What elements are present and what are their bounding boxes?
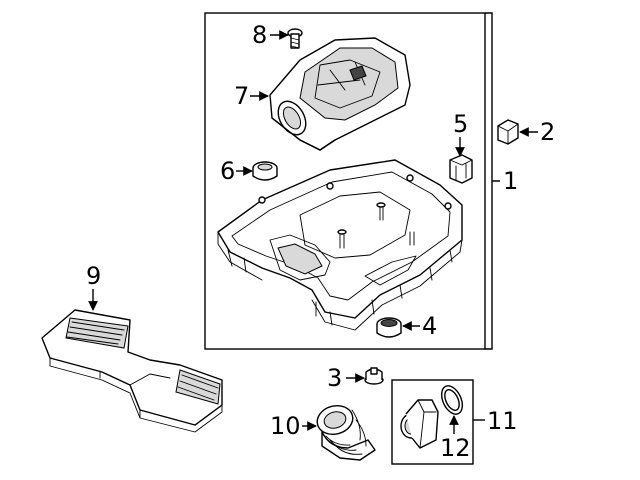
assembly-frame-11	[391, 379, 474, 465]
grommet-part-6	[252, 161, 278, 181]
callout-12: 12	[440, 434, 471, 462]
screw-part-8	[287, 28, 303, 49]
bracket-1	[485, 12, 500, 350]
callout-11: 11	[487, 407, 518, 435]
ring-clamp-part-12	[440, 385, 464, 415]
callout-1: 1	[503, 167, 518, 195]
callout-8: 8	[252, 21, 267, 49]
lower-housing-part-1	[217, 159, 463, 331]
clip-part-5	[449, 154, 473, 184]
assembly-frame-1	[204, 12, 486, 350]
hose-part-10	[316, 404, 376, 461]
callout-5: 5	[453, 110, 468, 138]
clip-part-2	[497, 119, 519, 145]
callout-9: 9	[86, 262, 101, 290]
intake-elbow-part-11	[400, 399, 439, 449]
callout-6: 6	[220, 157, 235, 185]
callout-3: 3	[327, 364, 342, 392]
callout-2: 2	[540, 118, 555, 146]
air-duct-part-9	[41, 309, 223, 433]
callout-10: 10	[270, 412, 301, 440]
push-pin-part-3	[364, 367, 384, 385]
grommet-part-4	[376, 317, 402, 338]
filter-cover-part-7	[269, 37, 411, 151]
callout-7: 7	[234, 82, 249, 110]
callout-4: 4	[422, 312, 437, 340]
